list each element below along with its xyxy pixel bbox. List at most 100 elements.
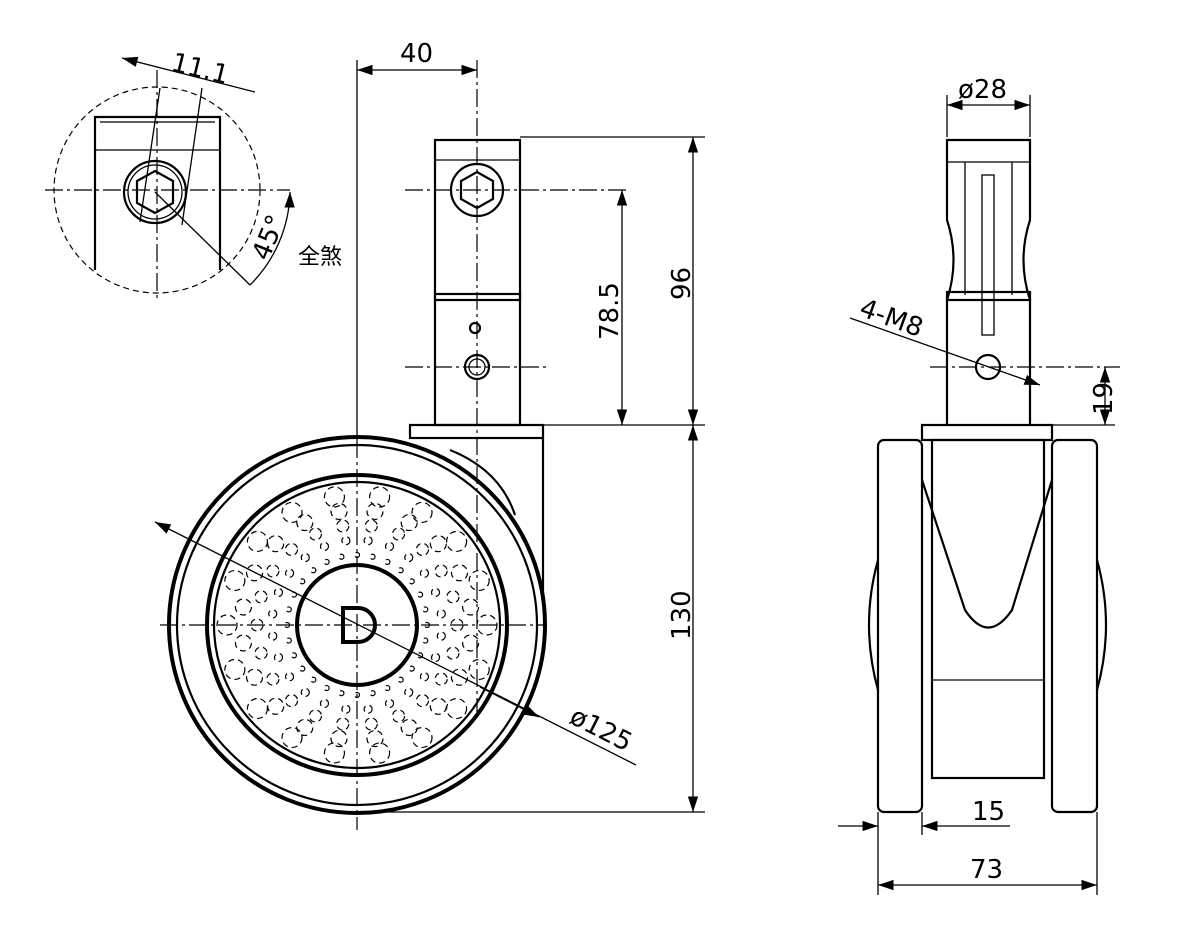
perforation-hole: [245, 564, 264, 582]
perforation-hole: [384, 541, 395, 552]
perforation-hole: [366, 729, 384, 748]
dim-stem-offset: 40: [400, 39, 433, 69]
perforation-hole: [323, 486, 346, 508]
perforation-hole: [284, 542, 299, 557]
dim-stem-height: 96: [667, 267, 697, 300]
perforation-hole: [296, 513, 314, 532]
perforation-hole: [415, 693, 430, 708]
wheel-right: [1050, 438, 1099, 814]
perforation-hole: [300, 687, 310, 698]
perforation-hole: [268, 609, 278, 619]
perforation-hole: [368, 486, 391, 508]
perforation-hole: [310, 567, 317, 574]
perforation-hole: [224, 658, 246, 681]
perforation-hole: [366, 502, 384, 521]
perforation-hole: [300, 552, 310, 563]
perforation-hole: [446, 646, 460, 660]
perforation-hole: [364, 717, 378, 731]
perforation-hole: [419, 568, 430, 578]
perforation-hole: [368, 742, 391, 764]
perforation-hole: [461, 598, 480, 616]
perforation-hole: [436, 631, 446, 641]
perforation-hole: [391, 709, 406, 723]
perforation-hole: [434, 672, 448, 686]
perforation-hole: [330, 729, 348, 748]
perforation-hole: [419, 672, 430, 682]
perforation-hole: [273, 587, 284, 598]
wheel-left: [876, 438, 924, 814]
perforation-hole: [422, 637, 429, 644]
perforation-hole: [323, 684, 330, 692]
perforation-hole: [323, 558, 330, 566]
perforation-hole: [246, 697, 269, 720]
dim-wheel-height: 130: [667, 590, 697, 640]
perforation-hole: [468, 658, 490, 681]
perforation-hole: [384, 698, 395, 709]
perforation-hole: [338, 553, 345, 560]
perforation-hole: [323, 742, 346, 764]
perforation-hole: [353, 691, 361, 699]
base-plate-front: [920, 423, 1054, 442]
dim-thread: 4-M8: [856, 293, 927, 343]
perforation-hole: [330, 502, 348, 521]
perforation-hole: [408, 578, 415, 585]
perforation-hole: [341, 704, 351, 714]
base-plate: [408, 423, 545, 440]
perforation-hole: [296, 718, 314, 737]
perforation-hole: [397, 676, 404, 683]
perforation-hole: [267, 535, 285, 553]
perforation-hole: [416, 591, 424, 598]
perforation-hole: [364, 519, 378, 533]
perforation-hole: [400, 718, 418, 737]
perforation-hole: [434, 564, 448, 578]
dim-hole-height: 78.5: [595, 282, 625, 340]
perforation-hole: [445, 530, 468, 553]
perforation-hole: [285, 637, 292, 644]
perforation-hole: [245, 668, 264, 686]
perforation-hole: [224, 569, 246, 592]
perforation-hole: [299, 665, 306, 672]
perforation-hole: [461, 634, 480, 652]
perforation-hole: [284, 693, 299, 708]
perforation-hole: [267, 697, 285, 715]
perforation-hole: [336, 519, 350, 533]
perforation-hole: [254, 590, 268, 604]
perforation-hole: [336, 717, 350, 731]
dim-wheel-diameter: ø125: [565, 702, 637, 758]
perforation-hole: [446, 590, 460, 604]
perforation-hole: [411, 726, 433, 749]
perforation-hole: [384, 558, 391, 566]
perforation-hole: [429, 535, 447, 553]
perforation-hole: [308, 709, 323, 723]
perforation-hole: [268, 631, 278, 641]
perforation-hole: [310, 676, 317, 683]
perforation-hole: [246, 530, 269, 553]
side-view: 40 96 78.5 130: [154, 39, 705, 830]
dim-socket-width: 11.1: [168, 48, 231, 91]
perforation-hole: [308, 527, 323, 541]
perforation-hole: [468, 569, 490, 592]
perforation-hole: [436, 609, 446, 619]
fork-body: [930, 438, 1046, 780]
perforation-hole: [254, 646, 268, 660]
perforation-pattern: [216, 486, 498, 764]
perforation-hole: [404, 687, 414, 698]
perforation-hole: [430, 587, 441, 598]
perforation-hole: [430, 652, 441, 663]
perforation-hole: [400, 513, 418, 532]
perforation-hole: [415, 542, 430, 557]
detail-body: [93, 115, 222, 270]
perforation-hole: [363, 704, 373, 714]
note-chinese: 全煞: [298, 245, 342, 270]
perforation-hole: [429, 697, 447, 715]
logo-d-icon: [341, 606, 377, 644]
dim-hole-offset: 19: [1089, 382, 1119, 415]
perforation-hole: [234, 634, 253, 652]
dim-wheel-width: 15: [972, 797, 1005, 827]
perforation-hole: [284, 672, 295, 682]
perforation-hole: [369, 553, 376, 560]
perforation-hole: [369, 690, 376, 697]
perforation-hole: [404, 552, 414, 563]
perforation-hole: [281, 726, 303, 749]
perforation-hole: [284, 568, 295, 578]
